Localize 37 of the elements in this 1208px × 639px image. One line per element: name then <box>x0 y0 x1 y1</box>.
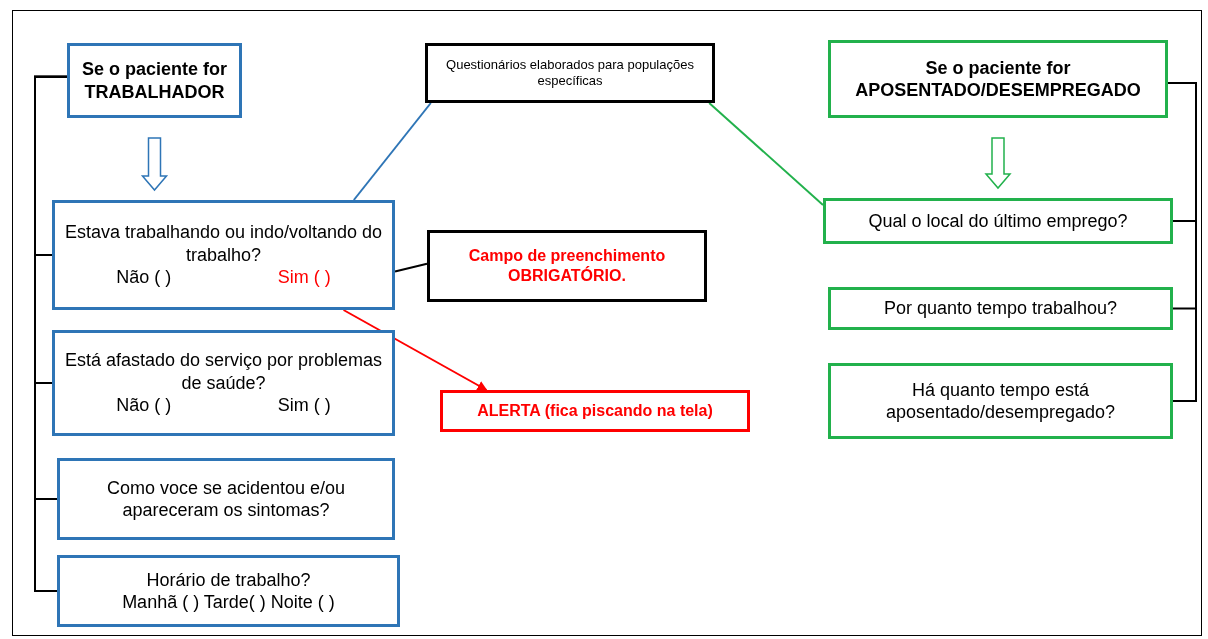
box-text: Qual o local do último emprego? <box>868 209 1128 233</box>
text-box <box>52 200 395 310</box>
option-text: Não ( ) <box>116 394 172 417</box>
bracket-line <box>34 75 68 592</box>
box-text: Manhã ( ) Tarde( ) Noite ( ) <box>122 591 335 614</box>
box-text: Campo de preenchimento OBRIGATÓRIO. <box>467 246 667 286</box>
box-text: Questionários elaborados para populações específicas <box>445 56 695 90</box>
hollow-arrow <box>984 137 1012 190</box>
text-box <box>67 43 242 118</box>
box-text: ALERTA (fica piscando na tela) <box>477 401 713 421</box>
box-text: Se o paciente for APOSENTADO/DESEMPREGADO <box>854 56 1142 102</box>
text-box <box>427 230 707 302</box>
connector-line <box>394 262 428 273</box>
box-text: Horário de trabalho? <box>146 568 311 591</box>
box-text: Como voce se acidentou e/ou apareceram os sintomas? <box>105 476 347 522</box>
box-text: Há quanto tempo está aposentado/desempregado? <box>884 378 1117 424</box>
connector-line <box>708 102 824 206</box>
hollow-arrow <box>140 137 169 192</box>
text-box <box>57 458 395 540</box>
option-text: Sim ( ) <box>277 266 331 289</box>
option-text: Não ( ) <box>116 266 172 289</box>
option-text: Sim ( ) <box>277 394 331 417</box>
text-box <box>823 198 1173 244</box>
question-text: Estava trabalhando ou indo/voltando do trabalho? <box>63 221 384 267</box>
text-box <box>440 390 750 432</box>
text-box <box>425 43 715 103</box>
arrow <box>342 309 488 391</box>
question-text: Está afastado do serviço por problemas de saúde? <box>63 349 384 395</box>
text-box <box>828 363 1173 439</box>
box-text: Se o paciente for TRABALHADOR <box>80 58 228 103</box>
bracket-line <box>1167 81 1197 402</box>
text-box <box>57 555 400 627</box>
connector-line <box>352 102 432 201</box>
text-box <box>828 287 1173 330</box>
text-box <box>828 40 1168 118</box>
text-box <box>52 330 395 436</box>
box-text: Por quanto tempo trabalhou? <box>883 297 1118 320</box>
